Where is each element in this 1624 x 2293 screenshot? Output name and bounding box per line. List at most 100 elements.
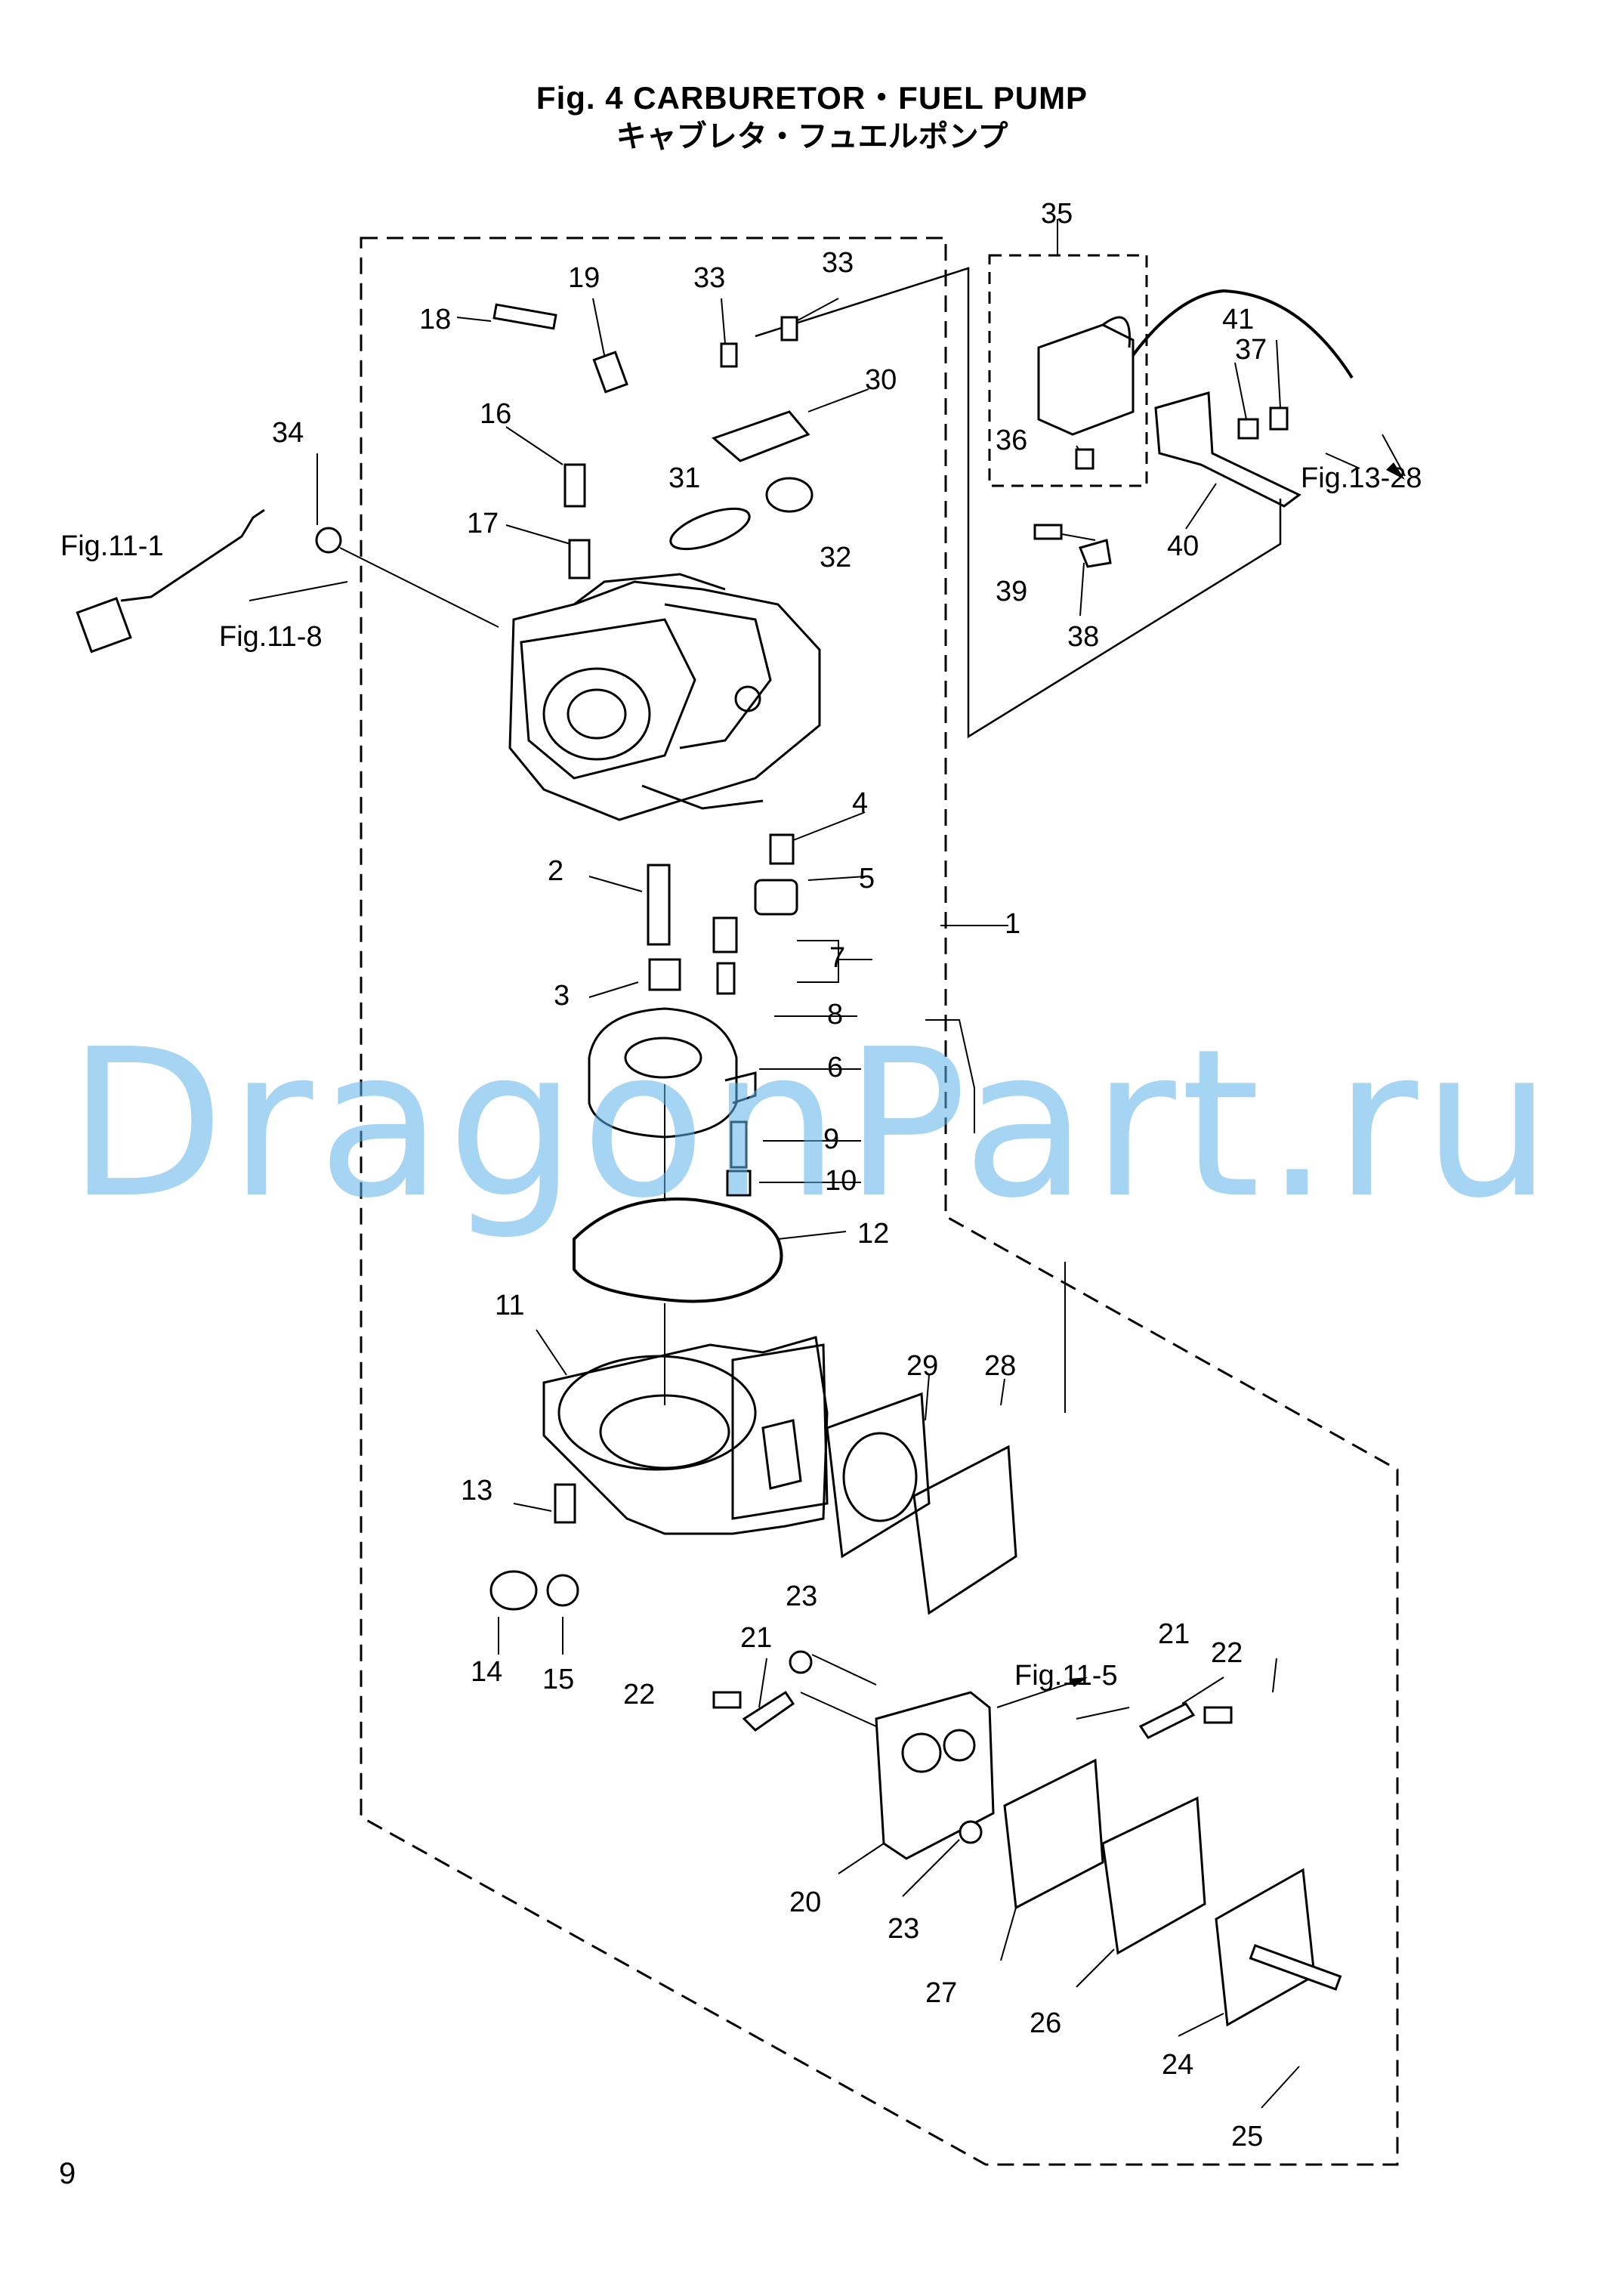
part-label: 4 — [852, 787, 868, 819]
screw-33b — [780, 316, 798, 341]
reference-label: Fig.13-28 — [1301, 462, 1422, 494]
fuel-connector — [76, 597, 132, 654]
jet-2 — [647, 864, 671, 946]
main-jet-3 — [648, 958, 681, 991]
gasket-31 — [669, 507, 751, 551]
assembly-boundary — [360, 236, 1399, 2166]
spacer-36 — [1075, 448, 1095, 470]
nut-23b — [959, 1820, 983, 1844]
link-38 — [1078, 539, 1112, 568]
part-label: 15 — [542, 1664, 574, 1695]
nut-34 — [315, 527, 342, 554]
screw-37 — [1237, 418, 1259, 440]
part-label: 5 — [859, 863, 875, 895]
part-label: 14 — [471, 1656, 502, 1688]
bracket-40 — [1154, 391, 1301, 508]
washer-15 — [546, 1574, 579, 1607]
part-label: 34 — [272, 417, 304, 449]
drain-plug-14 — [489, 1570, 538, 1611]
part-label: 24 — [1162, 2049, 1193, 2081]
pilot-jet-4 — [769, 833, 795, 865]
float — [588, 1007, 757, 1139]
part-label: 38 — [1067, 621, 1099, 653]
reference-label: Fig.11-5 — [1014, 1660, 1118, 1692]
part-label: 3 — [554, 980, 570, 1012]
screw-13 — [554, 1483, 576, 1524]
nut-23a — [789, 1650, 813, 1674]
needle-valve-7 — [712, 916, 738, 953]
valve-seat-7 — [716, 962, 736, 995]
part-label: 21 — [740, 1622, 772, 1654]
part-label: 8 — [827, 999, 843, 1031]
part-label: 39 — [996, 576, 1027, 607]
figure-title-japanese: キャブレタ・フュエルポンプ — [616, 119, 1008, 154]
screw-18 — [492, 303, 557, 330]
part-label: 27 — [925, 1977, 957, 2009]
bowl-gasket — [573, 1197, 783, 1303]
clip-21a — [742, 1690, 795, 1732]
part-label: 23 — [888, 1913, 919, 1945]
reference-label: Fig.11-1 — [60, 530, 164, 562]
part-label: 33 — [693, 262, 725, 294]
part-label: 9 — [823, 1123, 839, 1155]
screw-10 — [726, 1170, 752, 1197]
diaphragm-27 — [1003, 1758, 1104, 1910]
arrow-to-fig-11-5 — [1069, 1677, 1088, 1687]
part-label: 12 — [857, 1218, 889, 1250]
screw-41 — [1269, 406, 1289, 431]
part-label: 18 — [419, 304, 451, 335]
part-label: 17 — [467, 508, 499, 539]
part-label: 21 — [1158, 1618, 1190, 1650]
gasket-29 — [826, 1392, 931, 1559]
screw-22b — [1203, 1706, 1233, 1724]
screw-22a — [712, 1691, 742, 1709]
solenoid-kit-box — [988, 254, 1148, 487]
screw-16 — [563, 463, 586, 508]
part-label: 1 — [1005, 908, 1020, 940]
spring-19 — [592, 351, 628, 394]
part-label: 23 — [786, 1581, 817, 1612]
part-label: 6 — [827, 1052, 843, 1083]
part-label: 19 — [568, 262, 600, 294]
part-label: 36 — [996, 425, 1027, 456]
part-label: 22 — [623, 1679, 655, 1710]
figure-title: Fig. 4 CARBURETOR・FUEL PUMP — [536, 80, 1088, 116]
solenoid-wire — [1132, 289, 1354, 379]
part-label: 11 — [495, 1290, 524, 1321]
fuel-pump-body — [875, 1691, 995, 1860]
gasket-26 — [1101, 1796, 1206, 1955]
fuel-hose — [120, 508, 265, 602]
arrow-to-fig-13-28 — [1386, 462, 1405, 480]
spring-39 — [1033, 524, 1063, 540]
part-label: 26 — [1030, 2007, 1061, 2039]
float-pin-9 — [730, 1120, 748, 1169]
plug-5 — [754, 879, 798, 916]
part-label: 29 — [906, 1350, 938, 1382]
part-label: 37 — [1235, 334, 1267, 366]
part-label: 41 — [1222, 304, 1254, 335]
part-label: 28 — [984, 1350, 1016, 1382]
part-label: 35 — [1041, 198, 1073, 230]
solenoid — [1037, 316, 1135, 436]
spring-17 — [568, 539, 591, 579]
part-label: 20 — [789, 1887, 821, 1918]
part-label: 10 — [825, 1165, 857, 1197]
plate-28 — [912, 1445, 1017, 1615]
part-label: 32 — [820, 542, 851, 573]
part-label: 31 — [668, 462, 700, 494]
part-label: 22 — [1211, 1637, 1243, 1669]
part-label: 30 — [865, 364, 897, 396]
part-label: 40 — [1167, 530, 1199, 562]
cover-plate-30 — [712, 410, 810, 462]
part-label: 25 — [1231, 2121, 1263, 2152]
cover-24 — [1215, 1868, 1316, 2027]
carburetor-body — [508, 573, 821, 821]
part-label: 33 — [822, 247, 854, 279]
bolt-25 — [1249, 1944, 1342, 1991]
part-label: 7 — [829, 942, 845, 974]
watermark: DragonPart.ru — [67, 1005, 1557, 1243]
part-label: 16 — [480, 398, 511, 430]
reference-label: Fig.11-8 — [219, 621, 323, 653]
